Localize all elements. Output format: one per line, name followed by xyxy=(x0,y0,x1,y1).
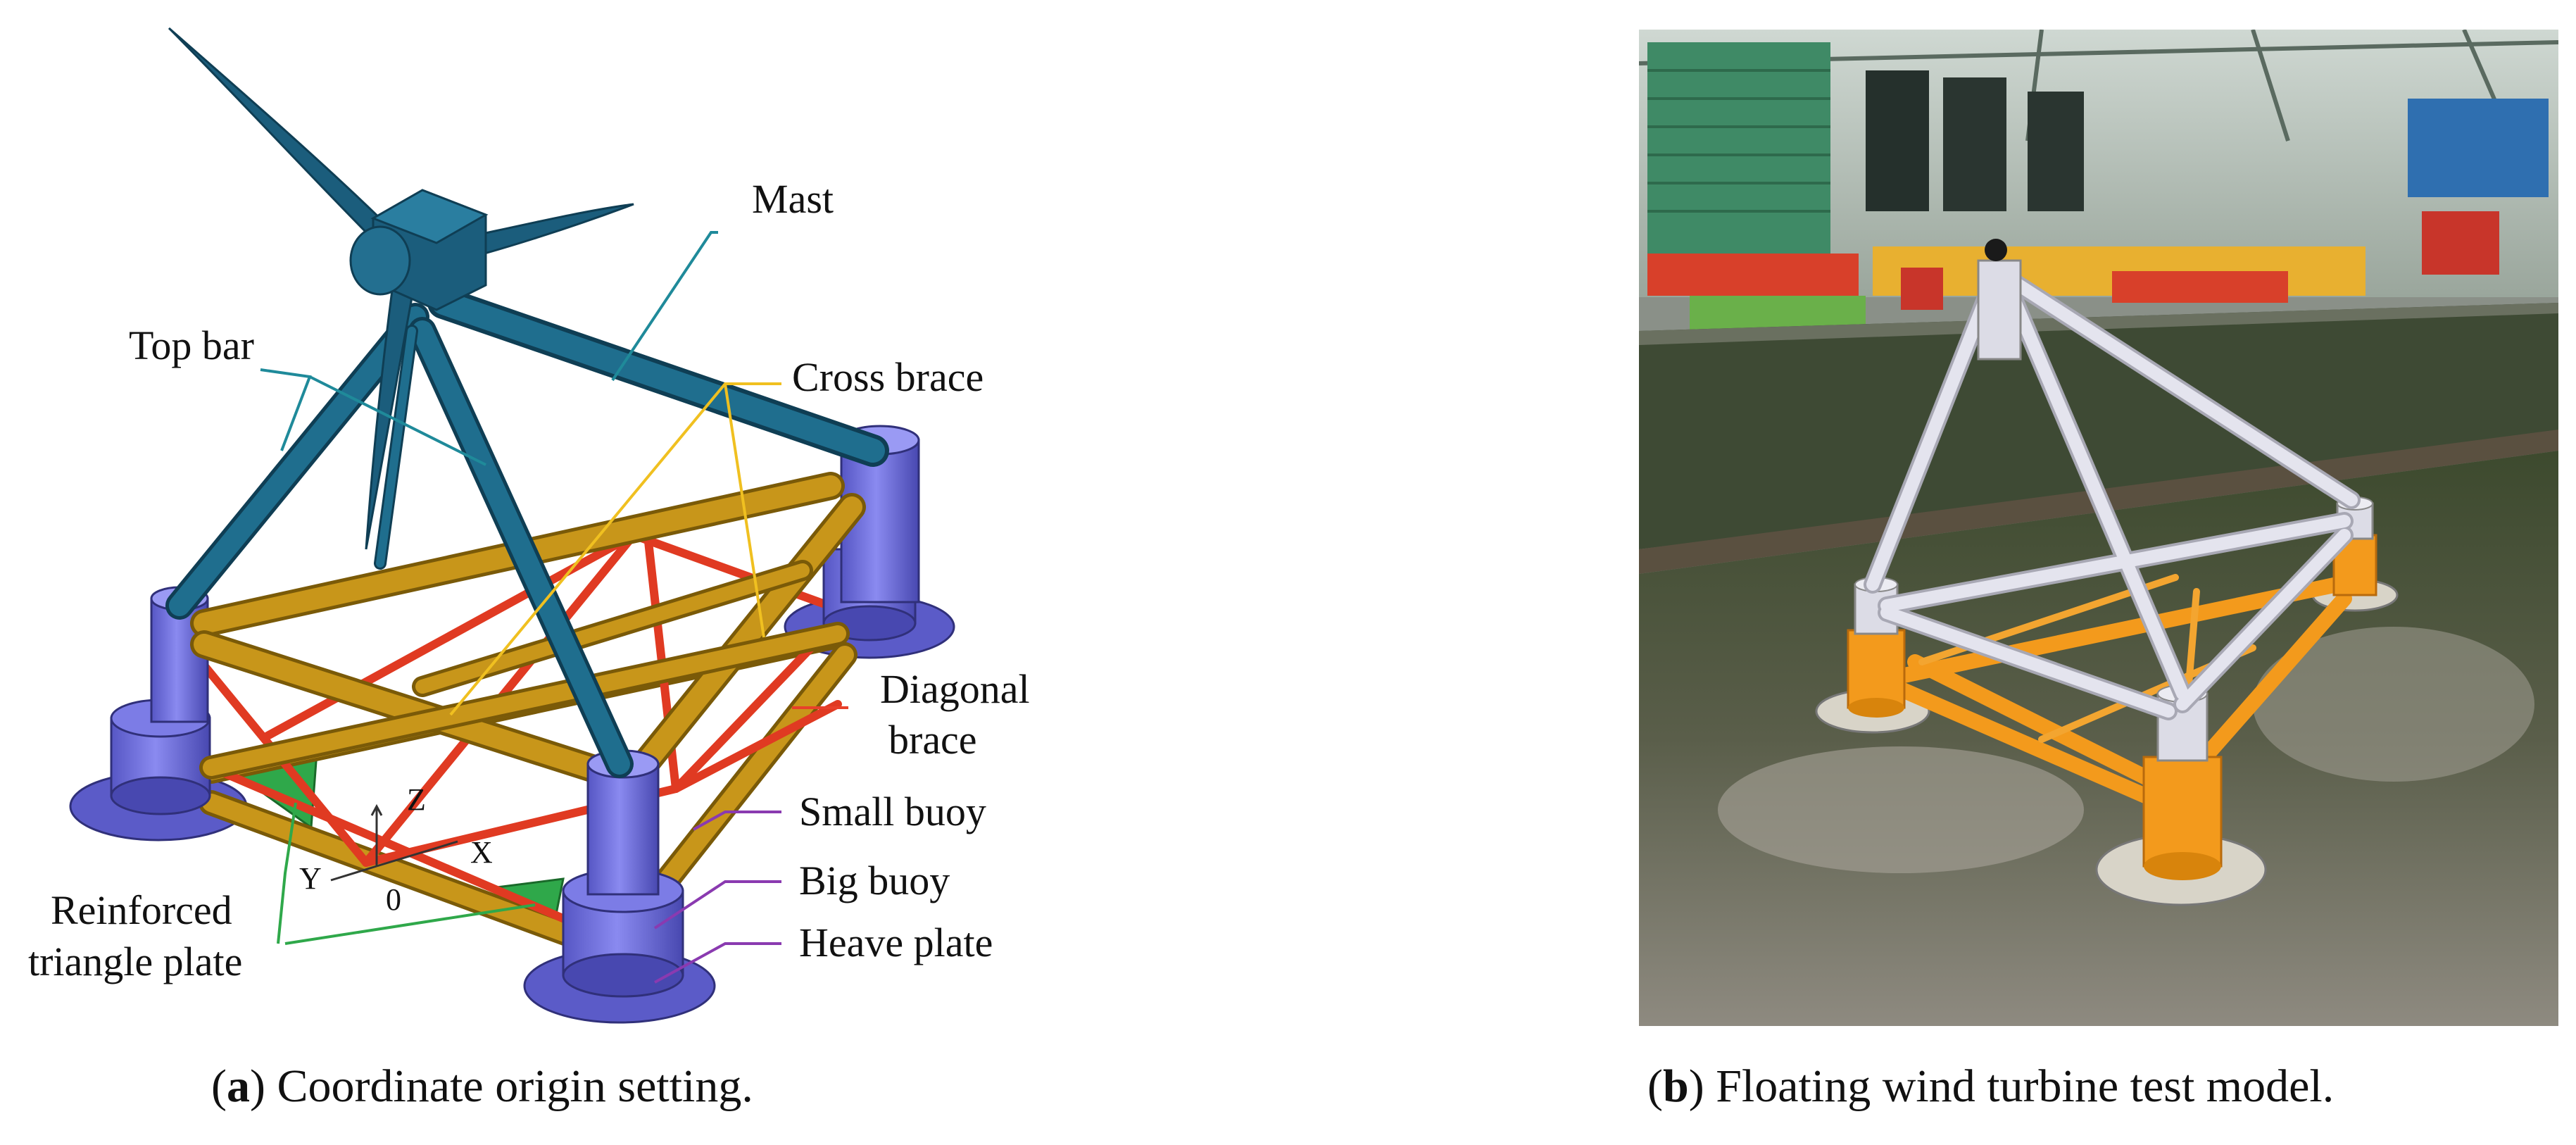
blue-sign xyxy=(2408,99,2549,197)
caption-a-letter: a xyxy=(226,1060,250,1112)
caption-b-letter: b xyxy=(1662,1060,1689,1112)
axis-origin-label: 0 xyxy=(386,882,401,917)
big-buoy-left xyxy=(110,699,211,815)
test-model xyxy=(1815,239,2399,906)
leader-big-buoy xyxy=(653,880,781,930)
label-diagonal-brace-line1: Diagonal xyxy=(880,666,1030,712)
axis-y-label: Y xyxy=(299,861,322,896)
label-heave-plate: Heave plate xyxy=(799,920,993,965)
cross-braces xyxy=(412,560,813,697)
tower-legs xyxy=(165,287,889,778)
label-diagonal-brace-line2: brace xyxy=(888,717,977,763)
leader-lines xyxy=(260,231,848,984)
top-horizontal-bars xyxy=(190,472,866,796)
leader-mast xyxy=(611,231,718,382)
panel-a-diagram: Z X Y 0 Mast Top bar Cross brace Diagona… xyxy=(28,27,1030,1024)
caption-a: (a) Coordinate origin setting. xyxy=(211,1060,753,1112)
leader-small-buoy xyxy=(693,811,781,831)
panel-b-photo xyxy=(1639,30,2558,1026)
caption-b-text: Floating wind turbine test model. xyxy=(1704,1060,2335,1112)
label-reinforced-line2: triangle plate xyxy=(28,939,242,984)
wind-turbine-rotor xyxy=(168,27,634,550)
leader-reinforced-plate xyxy=(277,802,297,944)
caption-b: (b) Floating wind turbine test model. xyxy=(1647,1060,2335,1112)
axis-z-label: Z xyxy=(407,782,426,817)
caption-a-text: Coordinate origin setting. xyxy=(265,1060,753,1112)
label-mast: Mast xyxy=(752,176,834,222)
coordinate-axes xyxy=(330,803,458,882)
label-small-buoy: Small buoy xyxy=(799,789,986,834)
leader-heave-plate xyxy=(654,942,781,984)
label-big-buoy: Big buoy xyxy=(799,858,950,903)
shutter-door xyxy=(1647,42,1830,254)
axis-x-label: X xyxy=(470,835,493,870)
wave-tank xyxy=(1639,303,2558,549)
label-top-bar: Top bar xyxy=(129,323,254,368)
label-cross-brace: Cross brace xyxy=(792,354,984,400)
small-buoy-front xyxy=(586,749,660,896)
label-reinforced-line1: Reinforced xyxy=(51,887,232,933)
